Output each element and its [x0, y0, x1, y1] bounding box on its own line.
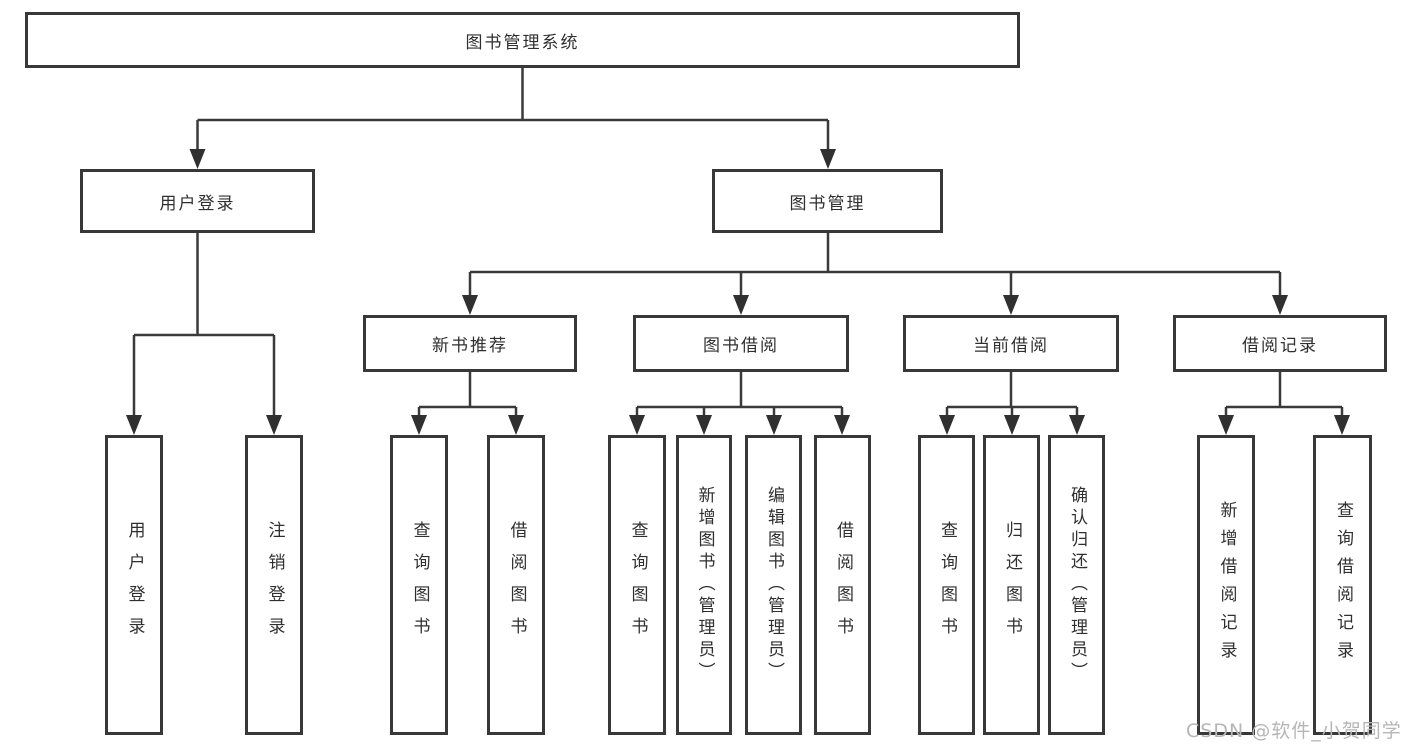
node-root-system: 图书管理系统 — [25, 12, 1020, 68]
leaf-query-borrow-record: 查询借阅记录 — [1313, 435, 1372, 735]
leaf-borrow-books-recommend: 借阅图书 — [487, 435, 545, 735]
node-new-book-recommend: 新书推荐 — [363, 315, 577, 372]
leaf-borrow-books-borrowing: 借阅图书 — [814, 435, 871, 735]
leaf-return-books: 归还图书 — [983, 435, 1040, 735]
connector-root-to-branches — [189, 68, 836, 169]
leaf-add-book-admin: 新增图书（管理员） — [676, 435, 732, 735]
connector-current-borrowing-to-leaves — [939, 372, 1085, 435]
csdn-watermark: CSDN @软件_小贺同学 — [1186, 720, 1402, 742]
leaf-user-login: 用户登录 — [105, 435, 163, 735]
connector-new-book-recommend-to-leaves — [411, 372, 524, 435]
leaf-confirm-return-admin: 确认归还（管理员） — [1048, 435, 1105, 735]
leaf-query-books-borrowing: 查询图书 — [608, 435, 666, 735]
node-book-borrowing: 图书借阅 — [633, 315, 849, 372]
leaf-add-borrow-record: 新增借阅记录 — [1197, 435, 1255, 735]
connector-user-login-to-leaves — [126, 233, 282, 435]
leaf-query-books-recommend: 查询图书 — [390, 435, 448, 735]
connector-book-management-to-groups — [462, 233, 1288, 315]
node-borrowing-records: 借阅记录 — [1173, 315, 1387, 372]
node-current-borrowing: 当前借阅 — [903, 315, 1119, 372]
connector-borrowing-records-to-leaves — [1218, 372, 1350, 435]
connector-book-borrowing-to-leaves — [629, 372, 850, 435]
leaf-query-books-current: 查询图书 — [918, 435, 975, 735]
node-book-management: 图书管理 — [712, 169, 943, 233]
node-user-login: 用户登录 — [80, 169, 315, 233]
leaf-edit-book-admin: 编辑图书（管理员） — [745, 435, 802, 735]
leaf-logout: 注销登录 — [245, 435, 303, 735]
